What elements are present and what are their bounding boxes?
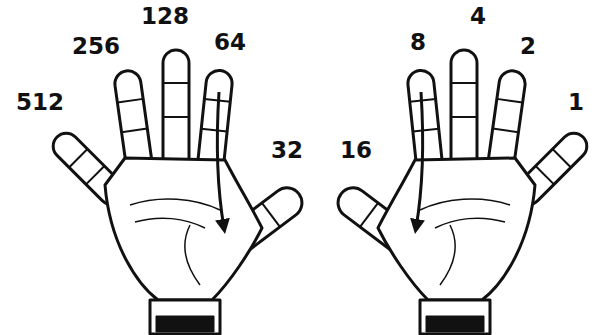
bit-value-label: 16 <box>340 138 372 163</box>
bit-value-label: 2 <box>520 34 536 59</box>
bit-value-label: 8 <box>410 30 426 55</box>
bit-value-label: 32 <box>271 138 303 163</box>
left-hand <box>48 50 308 334</box>
bit-value-label: 128 <box>141 4 189 29</box>
bit-value-label: 512 <box>16 90 64 115</box>
bit-value-label: 4 <box>470 4 486 29</box>
bit-value-label: 256 <box>72 34 120 59</box>
bit-value-label: 64 <box>214 30 246 55</box>
right-hand <box>332 50 592 334</box>
bit-value-label: 1 <box>568 90 584 115</box>
